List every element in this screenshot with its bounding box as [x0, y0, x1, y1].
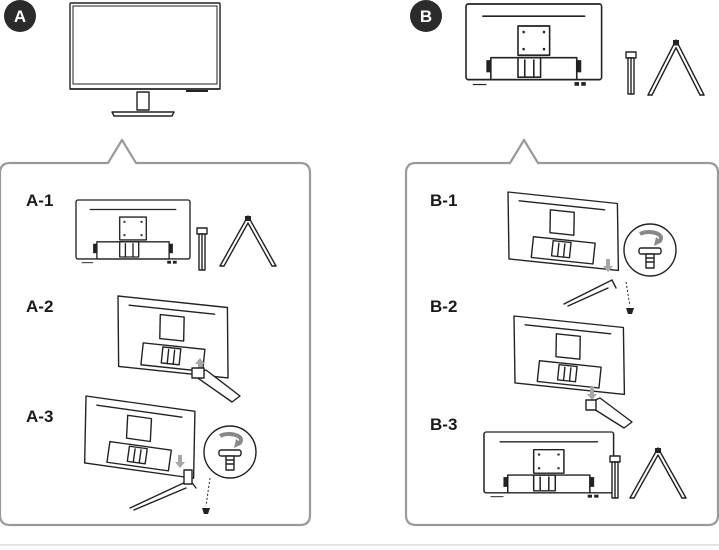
monitor-rear [465, 3, 603, 87]
step-b3-label: B-3 [430, 415, 457, 434]
badge-b-label: B [420, 7, 432, 26]
monitor-front [69, 2, 221, 117]
badge-a-label: A [14, 7, 26, 26]
step-a3-label: A-3 [26, 407, 53, 426]
stand-base [647, 39, 705, 96]
step-a3-illustration [76, 395, 258, 514]
badge-b [410, 0, 442, 32]
panel-a: A-1 A-2 A-3 [0, 138, 312, 527]
step-a1-label: A-1 [26, 191, 53, 210]
step-b1-illustration [500, 191, 678, 314]
step-b2-illustration [506, 315, 633, 429]
step-b1-label: B-1 [430, 191, 457, 210]
section-b: B [410, 0, 705, 96]
section-a: A [4, 0, 221, 117]
badge-a [4, 0, 36, 32]
stand-neck [625, 51, 637, 95]
step-a2-label: A-2 [26, 297, 53, 316]
panel-b: B-1 B-2 B-3 [404, 138, 719, 527]
step-b2-label: B-2 [430, 297, 457, 316]
step-a2-illustration [109, 295, 241, 403]
